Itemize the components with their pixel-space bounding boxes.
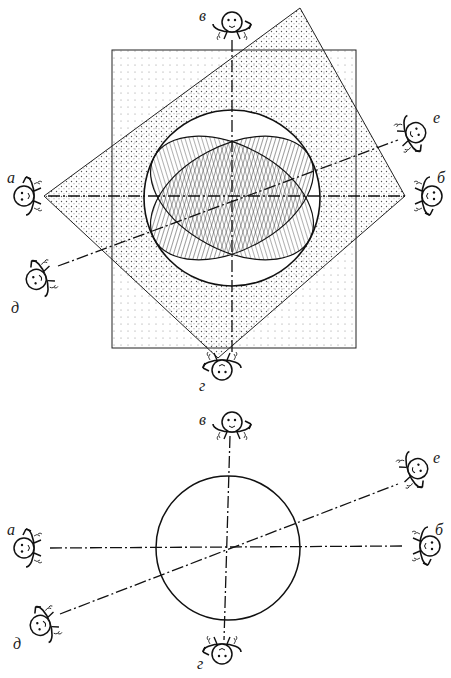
axis-label: е: [432, 110, 441, 126]
axis-label: б: [434, 522, 444, 538]
axis-label: а: [6, 522, 16, 538]
axis-label: б: [436, 170, 446, 186]
upper-figure: [14, 8, 442, 380]
axis-label: в: [198, 8, 207, 24]
axis-label: д: [10, 300, 20, 316]
axis-label: в: [198, 412, 207, 428]
axis-label: г: [198, 378, 206, 394]
axis-label: а: [6, 170, 16, 186]
lower-figure: [14, 412, 440, 664]
axis-label: е: [432, 450, 441, 466]
axis-label: д: [12, 636, 22, 652]
axis-label: г: [196, 656, 204, 672]
